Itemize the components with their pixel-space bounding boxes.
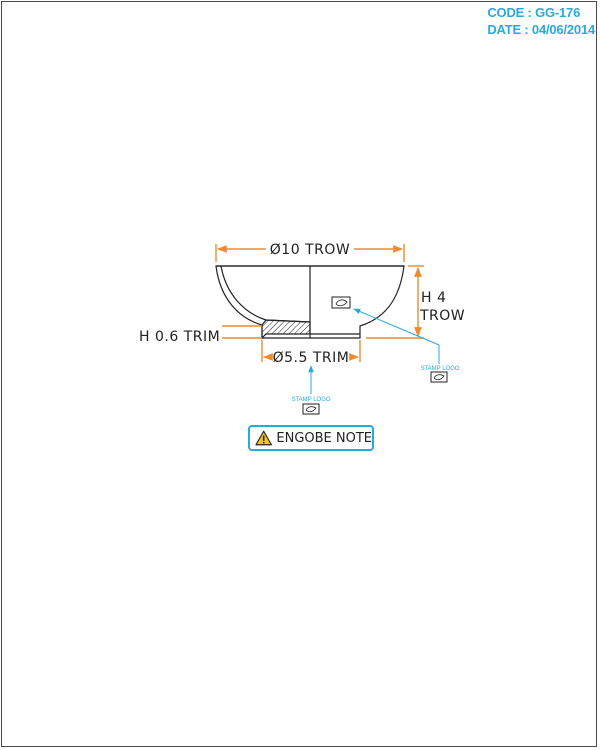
bottom-stamp-label: STAMP LOGO bbox=[291, 397, 330, 403]
outer-diameter-label: Ø10 TROW bbox=[270, 242, 350, 258]
side-stamp-callout: STAMP LOGO bbox=[353, 308, 460, 383]
stamp-logo-mark-side bbox=[331, 296, 351, 309]
code-label: CODE : GG-176 bbox=[487, 5, 581, 20]
height-value-label: H 4 bbox=[421, 290, 446, 306]
date-label: DATE : 04/06/2014 bbox=[487, 22, 595, 37]
engobe-note-box: ENGOBE NOTE bbox=[248, 425, 374, 451]
height-unit-label: TROW bbox=[419, 308, 465, 324]
warning-triangle-icon bbox=[255, 430, 272, 446]
foot-diameter-dimension bbox=[261, 340, 361, 362]
side-stamp-label: STAMP LOGO bbox=[420, 366, 459, 372]
foot-height-dimension bbox=[222, 325, 262, 339]
height-dimension bbox=[366, 265, 424, 339]
bottom-stamp-callout: STAMP LOGO bbox=[291, 365, 331, 415]
foot-diameter-label: Ø5.5 TRIM bbox=[273, 350, 350, 366]
bowl-section bbox=[215, 265, 405, 340]
engobe-note-label: ENGOBE NOTE bbox=[276, 430, 372, 446]
title-block: CODE : GG-176 DATE : 04/06/2014 bbox=[487, 4, 595, 38]
outer-diameter-dimension bbox=[215, 244, 405, 262]
foot-height-label: H 0.6 TRIM bbox=[139, 329, 220, 345]
